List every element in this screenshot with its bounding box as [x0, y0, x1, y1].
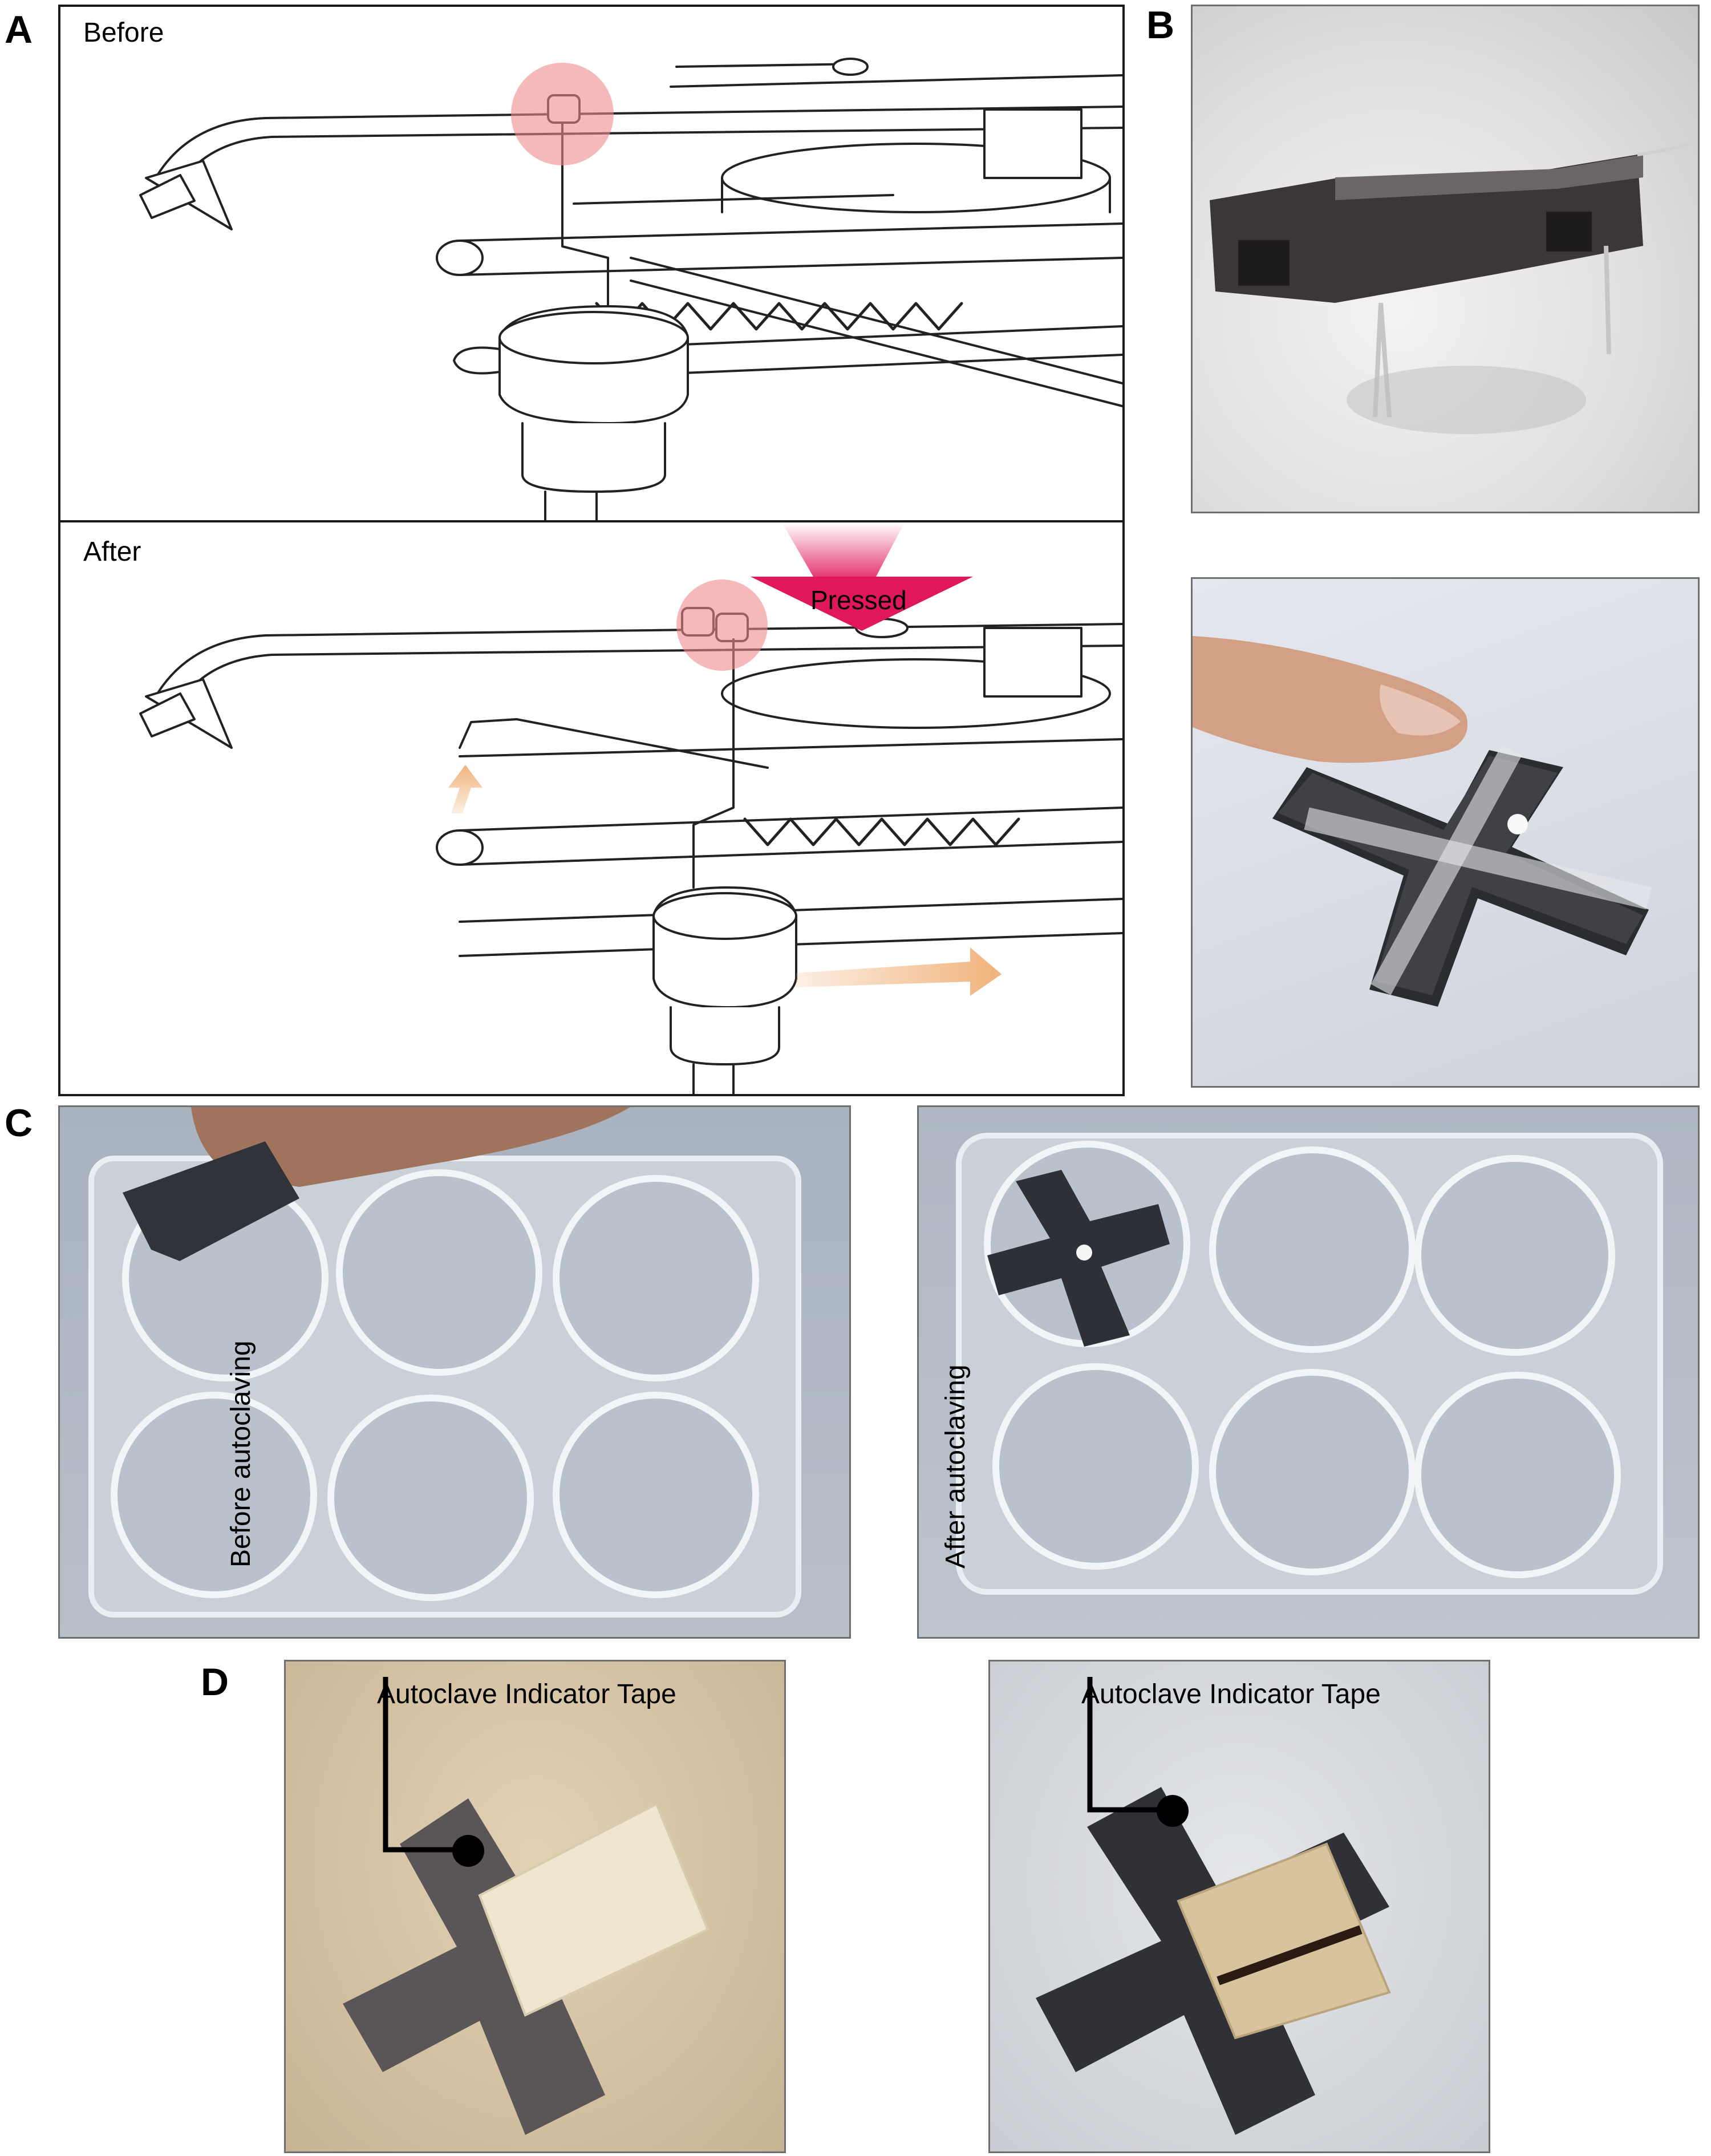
tape-label-right: Autoclave Indicator Tape: [1081, 1679, 1381, 1709]
photo-d-after-autoclaving: Autoclave Indicator Tape: [988, 1660, 1490, 2153]
motion-arrow-up: [448, 765, 483, 813]
autoclave-stripe: [1217, 1925, 1363, 1985]
after-mechanism-drawing: [139, 522, 1122, 1094]
panel-a-after-frame: After: [58, 520, 1125, 1096]
stirrer-in-well: [987, 1170, 1170, 1347]
stirrer-side-view: [1210, 141, 1690, 434]
six-well-plate-right: [956, 1133, 1663, 1595]
panel-letter-b: B: [1146, 3, 1175, 47]
photo-b-finger-press: [1191, 577, 1700, 1088]
after-label: After: [83, 537, 141, 567]
tape-label-left: Autoclave Indicator Tape: [377, 1679, 676, 1709]
hand: [191, 1107, 630, 1187]
press-arrow: [751, 577, 973, 631]
panel-letter-a: A: [5, 8, 33, 51]
photo-c-plate-insertion: [58, 1105, 851, 1639]
six-well-plate-left: [88, 1156, 801, 1618]
stirrer-in-hand: [123, 1141, 299, 1261]
tape-pointer-line-right: [1087, 1677, 1167, 1813]
stirrer-taped-after: [1036, 1787, 1391, 2135]
pressed-label: Pressed: [810, 585, 907, 615]
before-autoclaving-label: Before autoclaving: [226, 1340, 256, 1567]
finger: [1193, 636, 1467, 763]
press-beam: [782, 522, 905, 577]
tape-pointer-line-left: [383, 1677, 463, 1853]
tape-pointer-dot-left: [452, 1835, 484, 1867]
photo-b-side-view: [1191, 5, 1700, 513]
before-pin-highlight: [511, 63, 614, 165]
after-pin-highlight: [676, 579, 768, 671]
stirrer-taped-before: [343, 1798, 709, 2135]
panel-a-before-frame: Before: [58, 5, 1125, 525]
photo-c-plate-inserted: [917, 1105, 1700, 1639]
tape-pointer-dot-right: [1157, 1795, 1189, 1827]
panel-letter-d: D: [201, 1660, 229, 1704]
stirrer-top-view: [1272, 744, 1652, 1007]
before-mechanism-drawing: [139, 58, 1122, 522]
before-label: Before: [83, 18, 164, 48]
motion-arrow-right: [796, 947, 1002, 996]
photo-d-before-autoclaving: Autoclave Indicator Tape: [284, 1660, 786, 2153]
panel-letter-c: C: [5, 1101, 33, 1145]
after-autoclaving-label: After autoclaving: [940, 1364, 971, 1569]
